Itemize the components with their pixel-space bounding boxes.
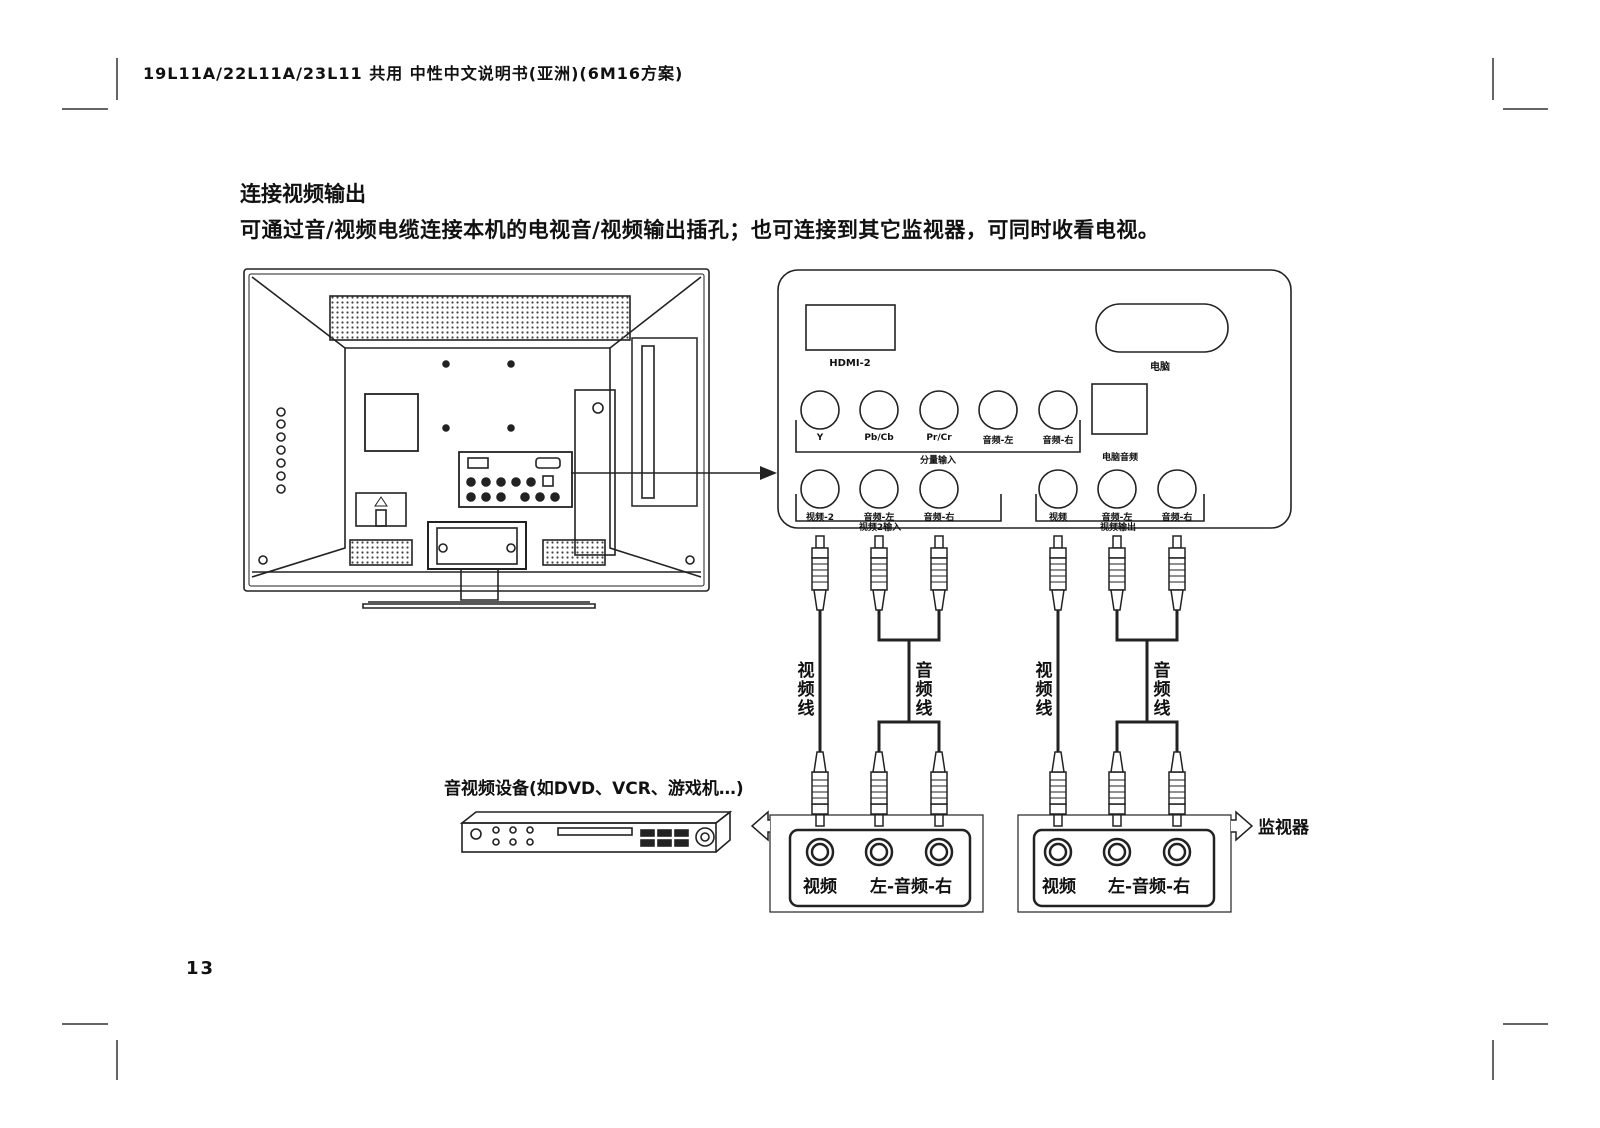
av-in-video-label: 视频-2	[806, 513, 834, 523]
component-input-group-label: 分量输入	[919, 456, 956, 466]
section-description: 可通过音/视频电缆连接本机的电视音/视频输出插孔；也可连接到其它监视器，可同时收…	[240, 218, 1160, 242]
component-pb-label: Pb/Cb	[864, 433, 894, 443]
video-cable-label-right: 视频线	[1035, 661, 1053, 719]
page-number: 13	[186, 958, 216, 979]
av-in-audio-right-label: 音频-右	[923, 513, 955, 523]
left-jack-video-label: 视频	[803, 877, 837, 897]
av-in-audio-left-label: 音频-左	[863, 513, 895, 523]
pc-input-label: 电脑	[1150, 362, 1170, 373]
av-in-group-label: 视频2输入	[858, 523, 902, 533]
component-pr-label: Pr/Cr	[926, 433, 952, 443]
pc-audio-label: 电脑音频	[1101, 453, 1138, 463]
left-jack-audio-label: 左-音频-右	[870, 877, 953, 897]
monitor-label: 监视器	[1258, 818, 1309, 838]
av-out-group-label: 视频输出	[1099, 523, 1136, 533]
hdmi-2-label: HDMI-2	[829, 358, 871, 369]
av-out-audio-right-label: 音频-右	[1161, 513, 1193, 523]
right-jack-video-label: 视频	[1042, 877, 1076, 897]
right-jack-audio-label: 左-音频-右	[1108, 877, 1191, 897]
video-cable-label-left: 视频线	[797, 661, 815, 719]
audio-cable-label-right: 音频线	[1153, 661, 1171, 719]
audio-cable-label-left: 音频线	[915, 661, 933, 719]
component-y-label: Y	[816, 433, 824, 443]
section-title: 连接视频输出	[240, 182, 366, 206]
av-out-video-label: 视频	[1048, 513, 1067, 523]
av-device-label: 音视频设备(如DVD、VCR、游戏机…)	[444, 779, 744, 799]
component-audio-right-label: 音频-右	[1042, 436, 1074, 446]
av-out-audio-left-label: 音频-左	[1101, 513, 1133, 523]
document-header-title: 19L11A/22L11A/23L11 共用 中性中文说明书(亚洲)(6M16方…	[143, 64, 684, 83]
component-audio-left-label: 音频-左	[982, 436, 1014, 446]
